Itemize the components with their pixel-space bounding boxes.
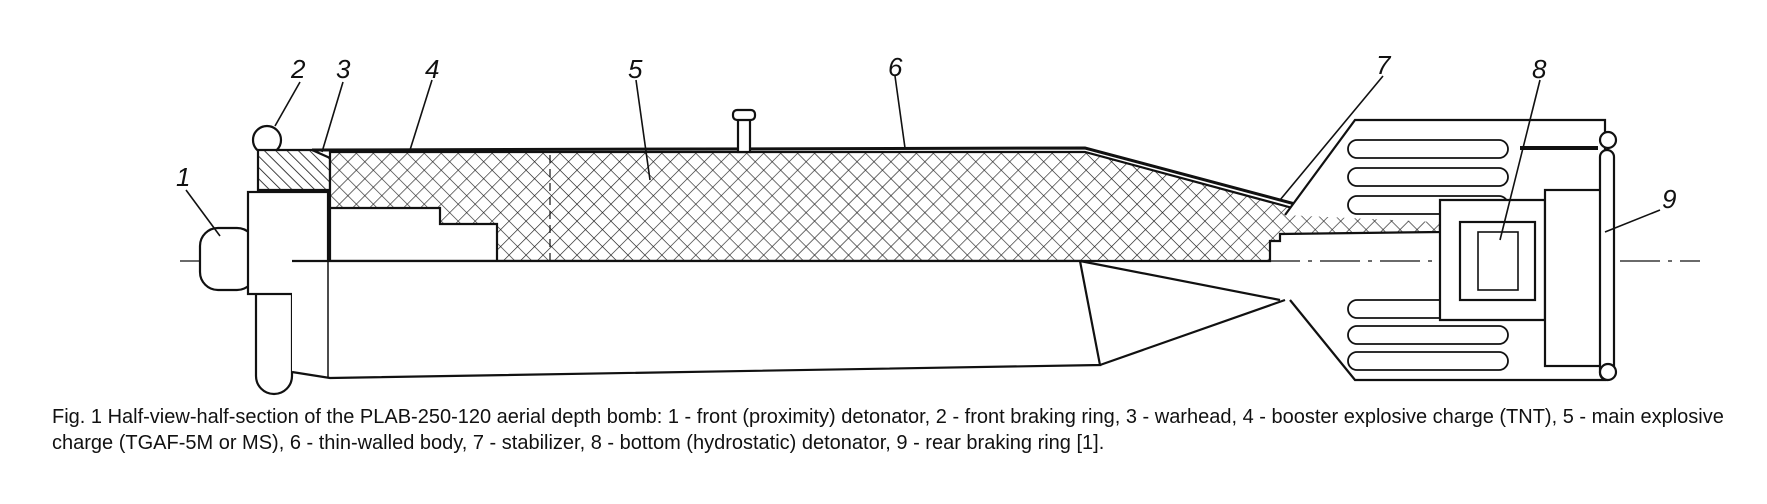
thin-walled-body [311,146,1311,210]
callout-6: 6 [888,52,903,82]
front-detonator [198,226,257,292]
warhead-section [256,148,332,192]
callout-1: 1 [176,162,190,192]
callout-8: 8 [1532,54,1547,84]
bomb-diagram: 1 2 3 4 5 6 7 8 9 [176,50,1700,396]
callout-2: 2 [290,54,306,84]
figure-caption: Fig. 1 Half-view-half-section of the PLA… [52,406,1724,454]
leader-lines [185,75,1661,241]
bomb-body [180,108,1700,396]
rear-braking-ring [1543,188,1607,368]
lower-body [291,259,1102,380]
callout-5: 5 [628,54,643,84]
callout-9: 9 [1662,184,1676,214]
callout-7: 7 [1376,50,1392,80]
suspension-lug [736,114,752,154]
callout-4: 4 [425,54,439,84]
callout-3: 3 [336,54,351,84]
